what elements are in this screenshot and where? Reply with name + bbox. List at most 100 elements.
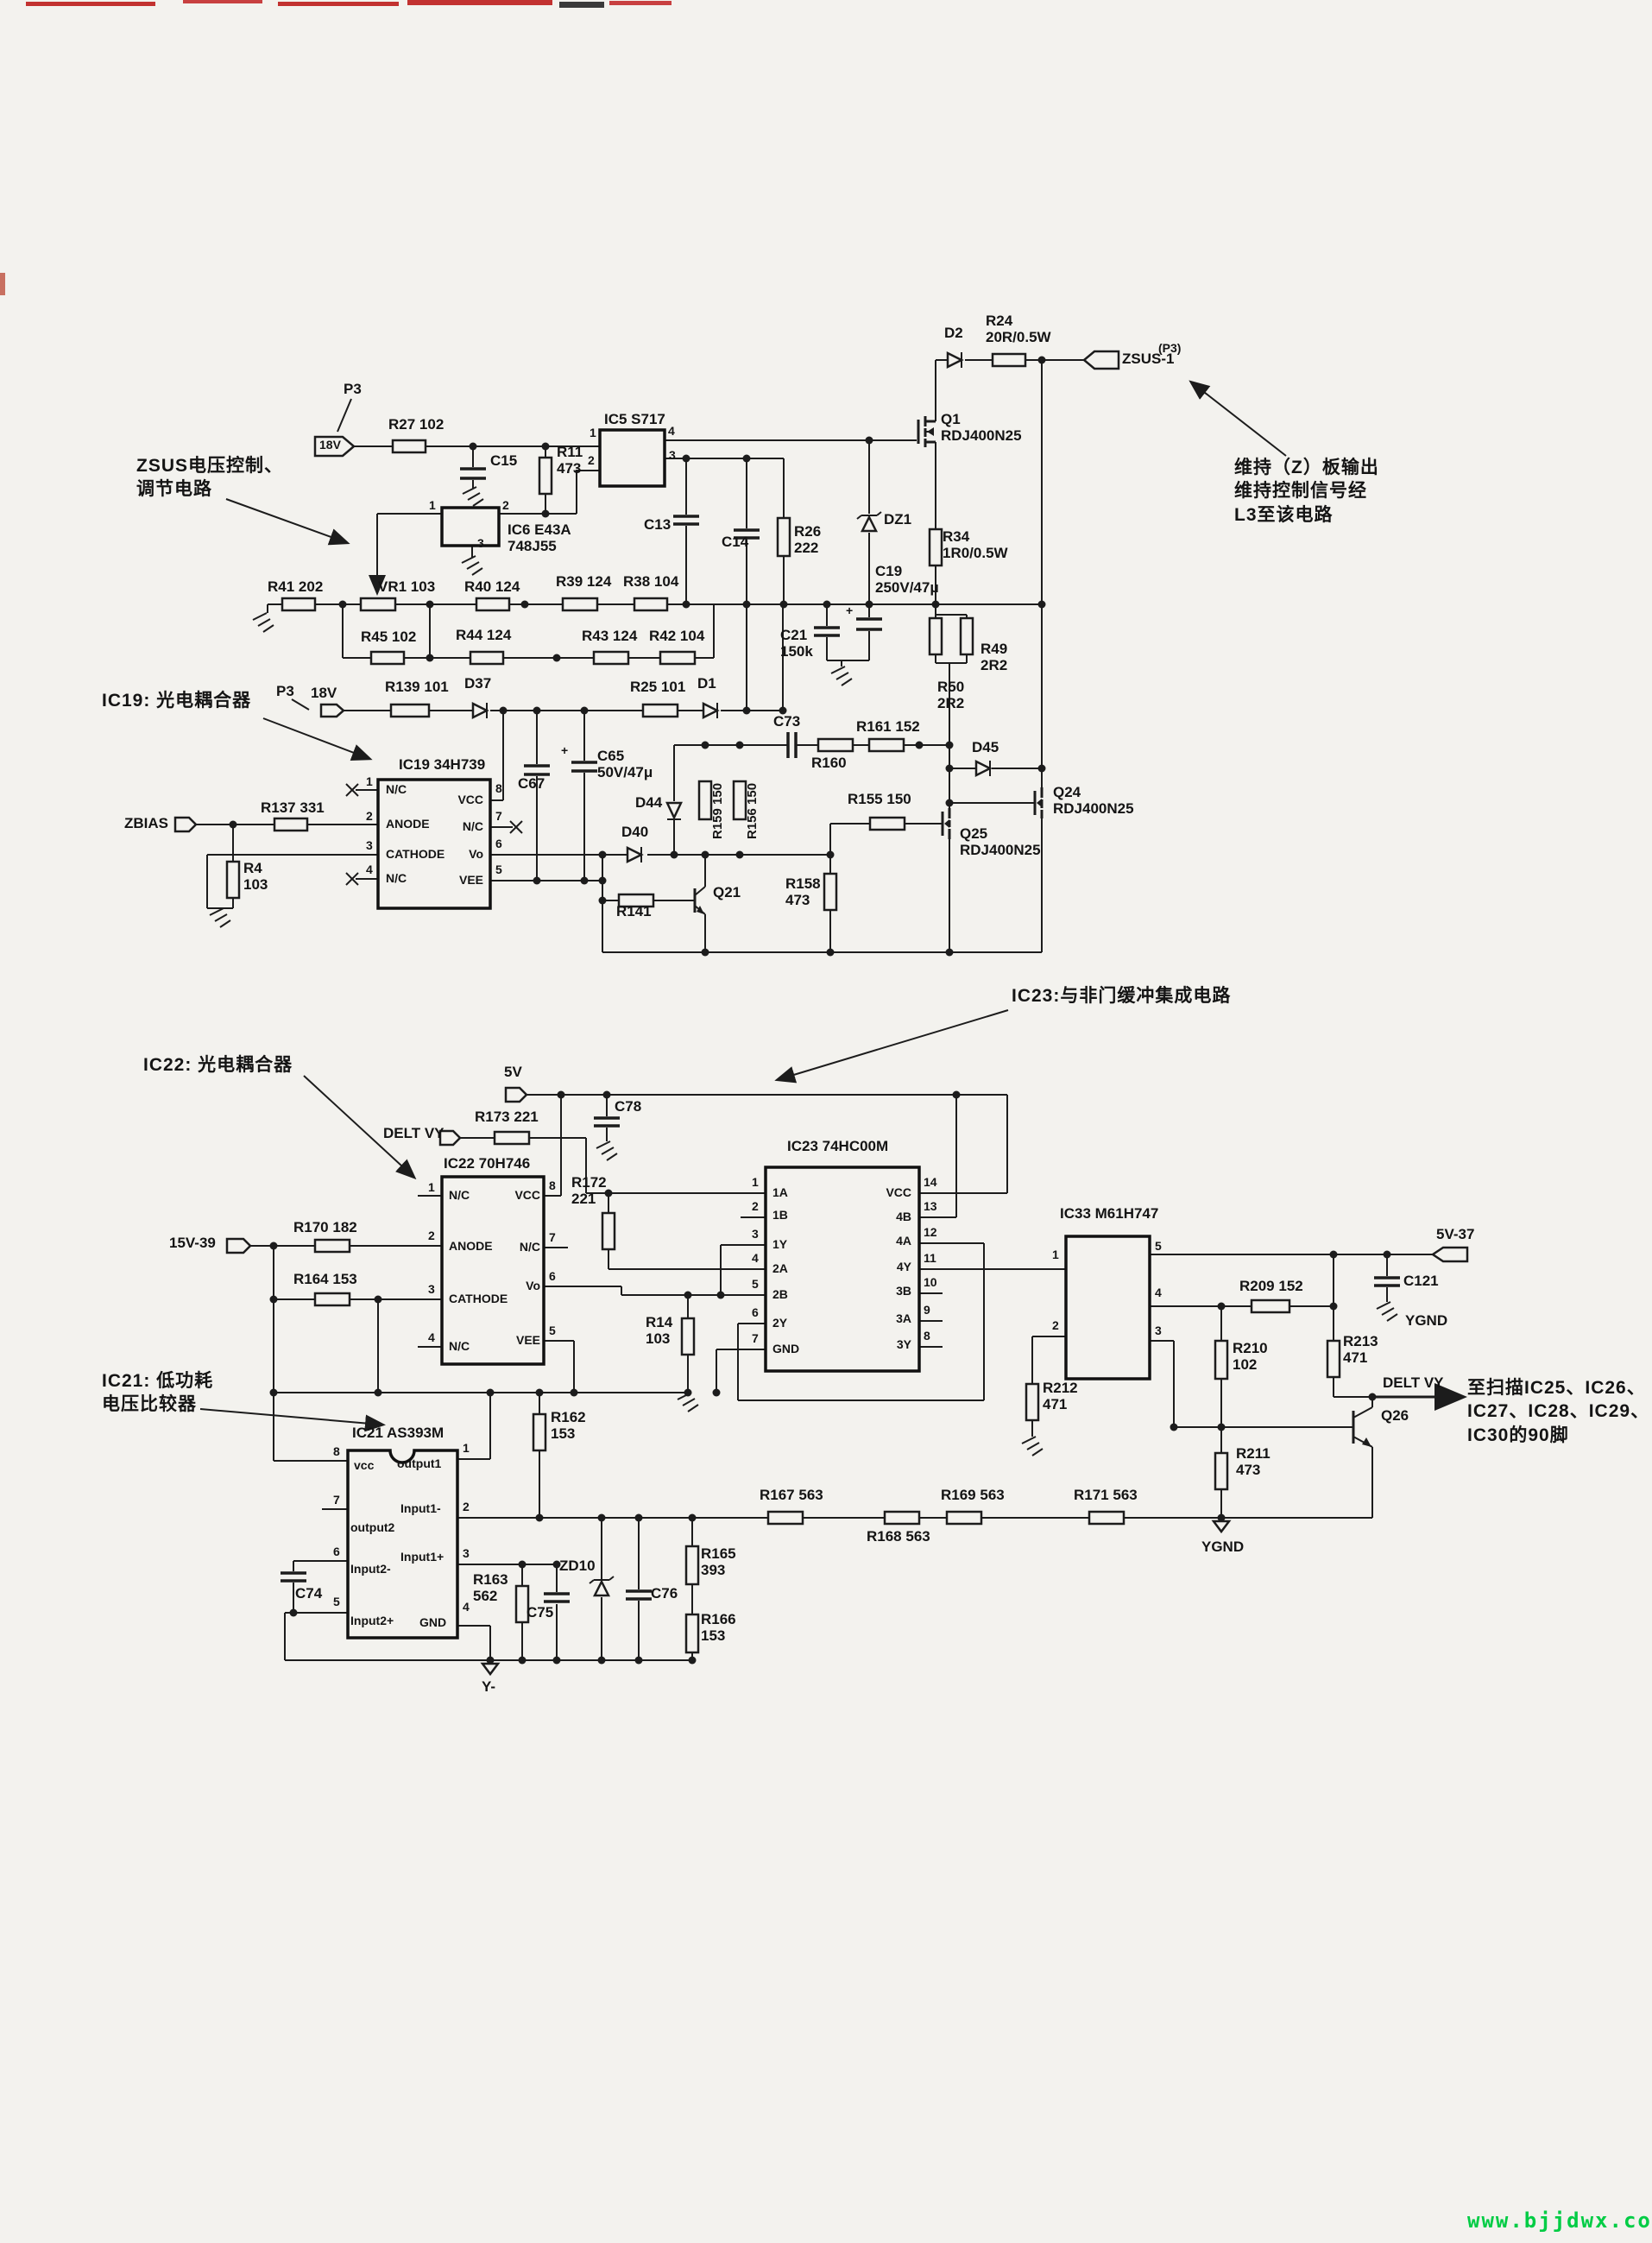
label-anode: ANODE (386, 817, 430, 831)
conn-15v-39 (225, 1237, 252, 1254)
label-2: 2 (463, 1500, 470, 1513)
label-5v-37: 5V-37 (1436, 1226, 1475, 1242)
label-r43-124: R43 124 (582, 628, 638, 644)
label-10: 10 (924, 1275, 937, 1289)
junction-dots (229, 356, 1391, 1665)
label-c67: C67 (518, 775, 545, 792)
label-r209-152: R209 152 (1239, 1278, 1303, 1294)
label-n-c: N/C (449, 1188, 470, 1202)
label-2: 2 (752, 1199, 759, 1213)
label-vcc: VCC (886, 1185, 911, 1199)
label-delt-vy: DELT VY (1383, 1374, 1444, 1391)
label-3: 3 (752, 1227, 759, 1241)
label-ic6-e43a-748j55: IC6 E43A 748J55 (508, 521, 571, 555)
label-input1+: Input1+ (400, 1550, 445, 1564)
label-r139-101: R139 101 (385, 679, 449, 695)
label-2a: 2A (772, 1261, 788, 1275)
label-14: 14 (924, 1175, 937, 1189)
label-5: 5 (752, 1277, 759, 1291)
label-z-l3: 维持（Z）板输出 维持控制信号经 L3至该电路 (1234, 458, 1379, 525)
label-r137-331: R137 331 (261, 799, 325, 816)
label-input2+: Input2+ (350, 1614, 394, 1627)
label-r25-101: R25 101 (630, 679, 686, 695)
label-y: Y- (482, 1678, 496, 1695)
label-zsus-1: ZSUS-1 (1122, 351, 1175, 367)
label-d2: D2 (944, 325, 963, 341)
label-3b: 3B (896, 1284, 911, 1298)
label-8: 8 (495, 781, 502, 795)
label-vo: Vo (526, 1279, 540, 1292)
label-1: 1 (463, 1441, 470, 1455)
ic22-box (440, 1175, 545, 1366)
label-2: 2 (366, 809, 373, 823)
label-r45-102: R45 102 (361, 629, 417, 645)
label-3: 3 (366, 838, 373, 852)
label-3: 3 (669, 448, 676, 462)
label-r161-152: R161 152 (856, 718, 920, 735)
label-gnd: GND (419, 1615, 447, 1629)
label-n-c: N/C (449, 1339, 470, 1353)
label-1: 1 (1052, 1248, 1059, 1261)
q25-mosfet (941, 808, 951, 839)
label-vcc: VCC (514, 1188, 540, 1202)
label-r156-150: R156 150 (745, 782, 760, 839)
ic19-box (376, 778, 492, 910)
label-12: 12 (924, 1225, 937, 1239)
label-r212-471: R212 471 (1043, 1380, 1078, 1413)
label-+: + (561, 743, 569, 757)
label-1y: 1Y (772, 1237, 788, 1251)
label-vcc: vcc (354, 1458, 375, 1472)
label-ic33-m61h747: IC33 M61H747 (1060, 1205, 1159, 1222)
label-1a: 1A (772, 1185, 788, 1199)
label-1: 1 (429, 498, 436, 512)
label-r26-222: R26 222 (794, 523, 822, 557)
label-r167-563: R167 563 (760, 1487, 823, 1503)
conn-18v-p3 (319, 703, 345, 718)
watermark: www.bjjdwx.com (1467, 2208, 1652, 2233)
label-n-c: N/C (386, 871, 407, 885)
label-r165-393: R165 393 (701, 1545, 736, 1579)
label-n-c: N/C (386, 782, 407, 796)
label-7: 7 (752, 1331, 759, 1345)
label-18v: 18V (311, 685, 337, 701)
label-ic22: IC22: 光电耦合器 (143, 1055, 293, 1075)
label-3: 3 (1155, 1324, 1162, 1337)
label-input1: Input1- (400, 1501, 441, 1515)
label-r213-471: R213 471 (1343, 1333, 1378, 1367)
label-3: 3 (428, 1282, 435, 1296)
gnd-c15 (462, 486, 484, 507)
label-r40-124: R40 124 (464, 578, 520, 595)
conn-zbias (173, 816, 198, 833)
label-2b: 2B (772, 1287, 788, 1301)
label-vee: VEE (515, 1333, 540, 1347)
label-r170-182: R170 182 (293, 1219, 357, 1235)
ic6-box (440, 506, 501, 547)
label-c65-50v-47: C65 50V/47μ (597, 748, 653, 781)
label-zbias: ZBIAS (124, 815, 168, 831)
label-c121: C121 (1403, 1273, 1439, 1289)
label-1: 1 (366, 774, 373, 788)
label-8: 8 (549, 1178, 556, 1192)
label-vo: Vo (469, 847, 483, 861)
label-q25-rdj400n25: Q25 RDJ400N25 (960, 825, 1041, 859)
label-2: 2 (1052, 1318, 1059, 1332)
label-7: 7 (495, 809, 502, 823)
label-6: 6 (549, 1269, 556, 1283)
label-7: 7 (333, 1493, 340, 1507)
label-zd10: ZD10 (559, 1557, 596, 1574)
label-r155-150: R155 150 (848, 791, 911, 807)
wires-lower (250, 1094, 1433, 1664)
label-output2: output2 (350, 1520, 395, 1534)
label-vcc: VCC (457, 793, 483, 806)
label-r163-562: R163 562 (473, 1571, 508, 1605)
label-vee: VEE (458, 873, 483, 887)
annotation-arrows (199, 380, 1467, 1432)
conn-18v-main (313, 435, 356, 458)
label-4: 4 (463, 1600, 470, 1614)
ground-symbols (209, 486, 1398, 1677)
label-r49-2r2: R49 2R2 (980, 641, 1008, 674)
label-1: 1 (590, 426, 596, 439)
label-cathode: CATHODE (449, 1292, 508, 1305)
label-dz1: DZ1 (884, 511, 912, 528)
label-7: 7 (549, 1230, 556, 1244)
